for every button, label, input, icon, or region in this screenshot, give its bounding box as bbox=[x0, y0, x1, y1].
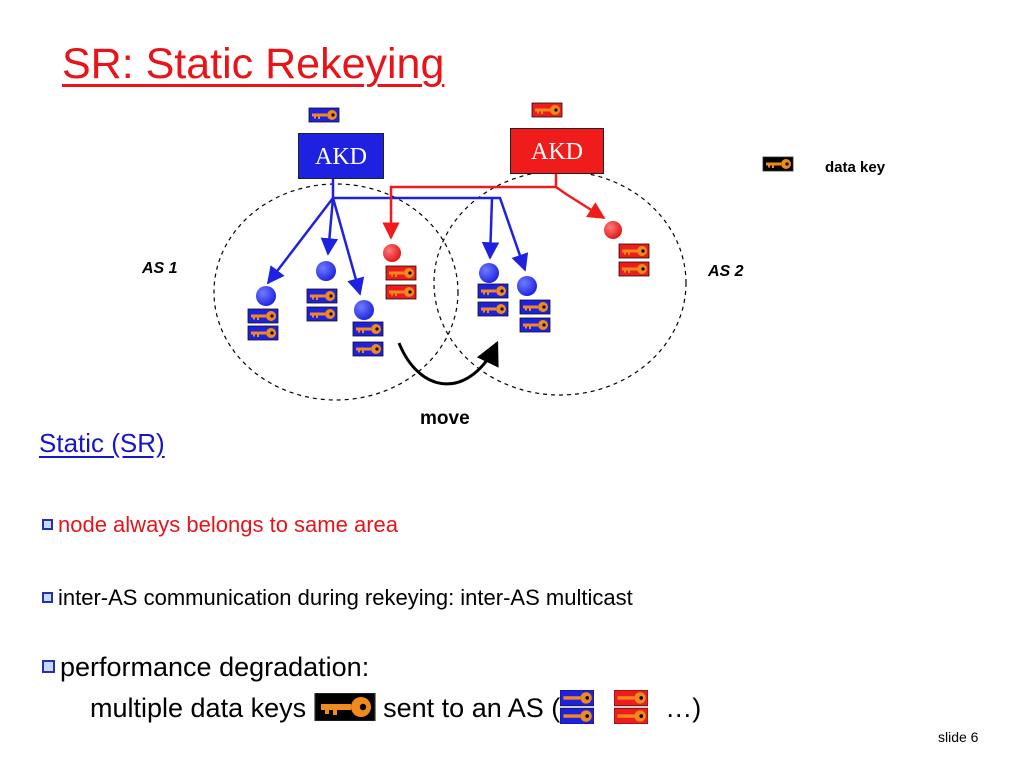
node-icon bbox=[316, 261, 336, 281]
node-icon bbox=[517, 276, 537, 296]
slide-number: slide 6 bbox=[938, 729, 979, 745]
legend-label: data key bbox=[825, 159, 886, 176]
as2-label: AS 2 bbox=[708, 263, 744, 280]
bullet-box-icon bbox=[42, 518, 53, 530]
bullet-text: sent to an AS ( bbox=[383, 693, 561, 724]
as1-region bbox=[213, 183, 459, 401]
akd1-key-icon bbox=[309, 108, 339, 122]
key-icon bbox=[307, 289, 337, 321]
bullet-continuation: multiple data keys sent to an AS ( …) bbox=[90, 690, 702, 727]
key-icon bbox=[386, 266, 416, 299]
bullet-text: performance degradation: bbox=[60, 652, 370, 682]
move-arrow bbox=[397, 340, 499, 386]
key-icon bbox=[478, 284, 508, 316]
bullet-item: node always belongs to same area bbox=[42, 512, 398, 538]
key-icon bbox=[619, 244, 649, 276]
akd-left: AKD bbox=[298, 133, 384, 179]
bullet-text: multiple data keys bbox=[90, 693, 307, 724]
bullet-text: …) bbox=[665, 693, 702, 724]
move-label: move bbox=[420, 408, 470, 429]
bullet-item: inter-AS communication during rekeying: … bbox=[42, 585, 633, 611]
key-icon bbox=[613, 690, 648, 724]
bullet-box-icon bbox=[42, 591, 53, 603]
key-icon bbox=[314, 693, 376, 721]
as2-region bbox=[433, 170, 687, 396]
legend-key-icon bbox=[763, 157, 793, 171]
bullet-item: performance degradation: bbox=[42, 652, 369, 683]
key-icon bbox=[520, 300, 550, 332]
node-icon bbox=[383, 244, 401, 262]
bullet-text: inter-AS communication during rekeying: … bbox=[58, 585, 633, 610]
section-title-link[interactable]: Static (SR) bbox=[39, 428, 165, 458]
as1-label: AS 1 bbox=[142, 260, 178, 277]
key-icon bbox=[353, 322, 383, 356]
bullet-box-icon bbox=[42, 660, 55, 674]
bullet-text: node always belongs to same area bbox=[58, 512, 398, 537]
node-icon bbox=[479, 263, 499, 283]
node-icon bbox=[354, 300, 374, 320]
key-icon bbox=[560, 690, 595, 724]
page-title: SR: Static Rekeying bbox=[62, 40, 445, 88]
node-icon bbox=[256, 286, 276, 306]
akd-right: AKD bbox=[510, 128, 604, 174]
akd2-key-icon bbox=[532, 103, 562, 117]
key-icon bbox=[248, 309, 278, 340]
node-icon bbox=[604, 221, 622, 239]
